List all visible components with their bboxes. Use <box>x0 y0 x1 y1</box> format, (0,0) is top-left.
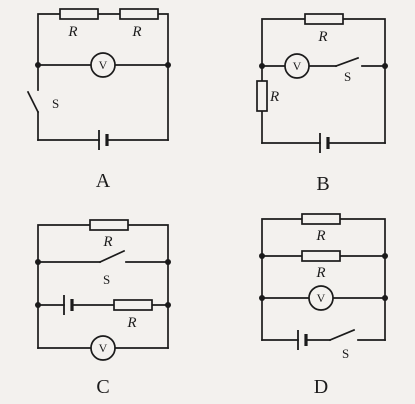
caption-a: A <box>96 170 111 192</box>
resistor-d1-label: R <box>315 228 325 244</box>
resistor-b2 <box>256 80 268 112</box>
circuit-d: V R R S D <box>259 213 388 398</box>
voltmeter-d-label: V <box>317 291 326 305</box>
resistor-d1 <box>301 213 341 225</box>
resistor-b1-label: R <box>317 29 327 45</box>
switch-a-label: S <box>52 96 59 111</box>
caption-b: B <box>316 173 329 195</box>
caption-d: D <box>314 376 328 398</box>
resistor-c1-label: R <box>102 234 112 250</box>
switch-d-label: S <box>342 346 349 361</box>
circuit-b: V R R S B <box>256 13 388 195</box>
resistor-b1 <box>304 13 344 25</box>
switch-b-label: S <box>344 69 351 84</box>
resistor-c2-label: R <box>126 315 136 331</box>
switch-c <box>98 249 126 264</box>
voltmeter-c <box>90 335 116 361</box>
resistor-a2-label: R <box>131 24 141 40</box>
switch-d <box>328 328 356 342</box>
voltmeter-a-label: V <box>99 58 108 72</box>
voltmeter-b-label: V <box>293 59 302 73</box>
resistor-c2 <box>113 299 153 311</box>
caption-c: C <box>96 376 109 398</box>
switch-c-label: S <box>103 272 110 287</box>
resistor-a1 <box>59 8 99 20</box>
resistor-d2 <box>301 250 341 262</box>
voltmeter-b <box>284 53 310 79</box>
voltmeter-c-label: V <box>99 341 108 355</box>
circuit-a: V R R S A <box>26 8 171 192</box>
switch-a <box>26 90 40 114</box>
circuit-c: V R S R C <box>35 219 171 398</box>
voltmeter-d <box>308 285 334 311</box>
voltmeter-a <box>90 52 116 78</box>
resistor-b2-label: R <box>269 89 279 105</box>
resistor-c1 <box>89 219 129 231</box>
resistor-a1-label: R <box>67 24 77 40</box>
switch-b <box>334 56 360 68</box>
resistor-d2-label: R <box>315 265 325 281</box>
resistor-a2 <box>119 8 159 20</box>
